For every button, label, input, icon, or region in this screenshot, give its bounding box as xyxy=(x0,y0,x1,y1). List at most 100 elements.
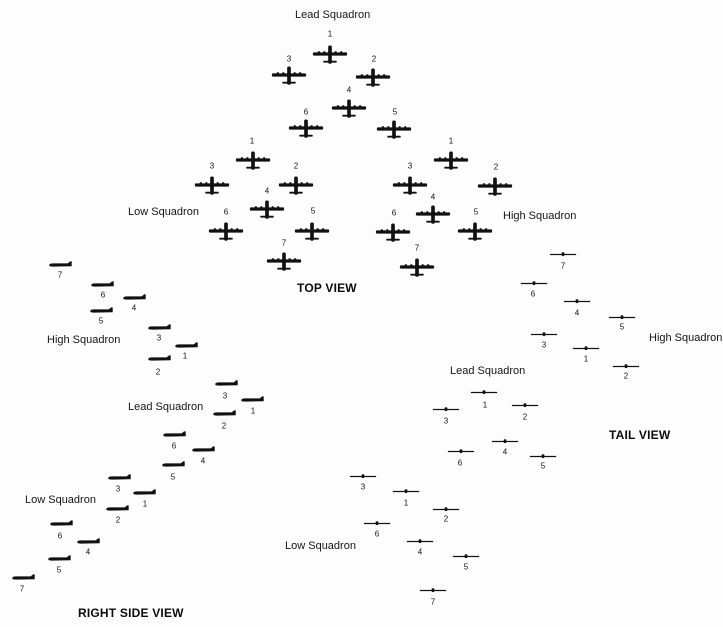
side-low-number-5: 5 xyxy=(56,565,62,575)
top-high-number-6: 6 xyxy=(391,208,397,218)
top-view-lead-squadron-label: Lead Squadron xyxy=(295,9,371,21)
side-low-plane-3 xyxy=(106,474,133,482)
side-low-number-4: 4 xyxy=(85,547,91,557)
top-low-plane-6 xyxy=(207,220,245,242)
top-lead-plane-3 xyxy=(270,64,308,86)
tail-lead-plane-1 xyxy=(470,389,498,396)
top-lead-plane-4 xyxy=(330,97,368,119)
tail-high-number-5: 5 xyxy=(619,322,625,332)
tail-lead-number-4: 4 xyxy=(502,447,508,457)
tail-low-plane-7 xyxy=(419,587,447,594)
side-high-plane-3 xyxy=(146,324,173,332)
side-low-plane-4 xyxy=(75,538,102,546)
top-high-number-1: 1 xyxy=(448,136,454,146)
side-high-number-4: 4 xyxy=(131,303,137,313)
top-low-plane-1 xyxy=(234,149,272,171)
side-low-number-2: 2 xyxy=(115,515,121,525)
top-high-number-4: 4 xyxy=(430,192,436,202)
tail-low-number-1: 1 xyxy=(403,498,409,508)
top-low-plane-5 xyxy=(293,220,331,242)
tail-high-number-4: 4 xyxy=(574,308,580,318)
side-low-plane-2 xyxy=(104,505,131,513)
tail-high-plane-4 xyxy=(563,298,591,305)
top-lead-number-3: 3 xyxy=(286,54,292,64)
side-lead-number-2: 2 xyxy=(221,421,227,431)
side-high-number-2: 2 xyxy=(155,367,161,377)
top-lead-number-2: 2 xyxy=(371,54,377,64)
side-low-plane-6 xyxy=(48,520,75,528)
top-lead-plane-1 xyxy=(311,43,349,65)
top-high-plane-5 xyxy=(456,220,494,242)
tail-lead-number-6: 6 xyxy=(457,458,463,468)
top-low-number-7: 7 xyxy=(281,238,287,248)
side-lead-number-6: 6 xyxy=(171,441,177,451)
tail-low-plane-5 xyxy=(452,553,480,560)
side-low-number-3: 3 xyxy=(115,484,121,494)
tail-low-plane-3 xyxy=(349,473,377,480)
side-high-plane-5 xyxy=(88,307,115,315)
top-high-plane-7 xyxy=(398,256,436,278)
top-view-high-squadron-label: High Squadron xyxy=(503,210,577,222)
side-high-plane-2 xyxy=(146,355,173,363)
top-low-number-3: 3 xyxy=(209,161,215,171)
top-high-number-5: 5 xyxy=(473,207,479,217)
tail-high-plane-2 xyxy=(612,363,640,370)
tail-view-title: TAIL VIEW xyxy=(609,428,671,442)
side-high-plane-6 xyxy=(89,281,116,289)
top-low-number-2: 2 xyxy=(293,161,299,171)
top-high-plane-4 xyxy=(414,203,452,225)
side-lead-plane-5 xyxy=(160,461,187,469)
top-low-number-5: 5 xyxy=(310,206,316,216)
top-low-number-4: 4 xyxy=(264,186,270,196)
tail-high-number-1: 1 xyxy=(583,354,589,364)
tail-low-number-5: 5 xyxy=(463,562,469,572)
tail-high-number-3: 3 xyxy=(541,340,547,350)
side-lead-plane-1 xyxy=(239,396,266,404)
tail-low-plane-4 xyxy=(406,538,434,545)
tail-view-lead-squadron-label: Lead Squadron xyxy=(450,365,526,377)
tail-low-plane-1 xyxy=(392,488,420,495)
tail-lead-plane-3 xyxy=(432,406,460,413)
side-lead-plane-2 xyxy=(211,410,238,418)
side-lead-number-5: 5 xyxy=(170,472,176,482)
side-lead-plane-3 xyxy=(213,380,240,388)
tail-lead-number-3: 3 xyxy=(443,416,449,426)
side-view-high-squadron-label: High Squadron xyxy=(47,334,121,346)
tail-high-plane-3 xyxy=(530,331,558,338)
top-lead-number-5: 5 xyxy=(392,107,398,117)
tail-high-number-6: 6 xyxy=(530,289,536,299)
side-high-number-3: 3 xyxy=(156,333,162,343)
tail-high-plane-1 xyxy=(572,345,600,352)
side-low-plane-5 xyxy=(46,555,73,563)
side-low-number-6: 6 xyxy=(57,531,63,541)
tail-high-number-7: 7 xyxy=(560,261,566,271)
side-lead-plane-4 xyxy=(190,446,217,454)
tail-low-number-3: 3 xyxy=(360,482,366,492)
top-high-number-7: 7 xyxy=(414,243,420,253)
side-lead-number-3: 3 xyxy=(222,391,228,401)
top-low-plane-7 xyxy=(265,250,303,272)
side-lead-plane-6 xyxy=(161,431,188,439)
tail-low-number-2: 2 xyxy=(443,514,449,524)
tail-lead-number-2: 2 xyxy=(522,412,528,422)
top-low-plane-4 xyxy=(248,198,286,220)
top-lead-number-1: 1 xyxy=(327,29,333,39)
side-low-number-1: 1 xyxy=(142,499,148,509)
tail-lead-number-1: 1 xyxy=(482,400,488,410)
top-high-plane-3 xyxy=(391,174,429,196)
right-side-view-title: RIGHT SIDE VIEW xyxy=(78,606,184,620)
top-high-plane-1 xyxy=(432,149,470,171)
tail-low-plane-6 xyxy=(363,520,391,527)
tail-low-number-4: 4 xyxy=(417,547,423,557)
tail-lead-plane-2 xyxy=(511,402,539,409)
tail-lead-plane-4 xyxy=(491,438,519,445)
top-lead-plane-6 xyxy=(287,117,325,139)
side-high-plane-4 xyxy=(121,294,148,302)
top-low-plane-3 xyxy=(193,174,231,196)
side-high-number-6: 6 xyxy=(100,290,106,300)
side-low-number-7: 7 xyxy=(19,584,25,594)
side-view-lead-squadron-label: Lead Squadron xyxy=(128,401,204,413)
side-lead-number-1: 1 xyxy=(250,406,256,416)
top-low-plane-2 xyxy=(277,174,315,196)
